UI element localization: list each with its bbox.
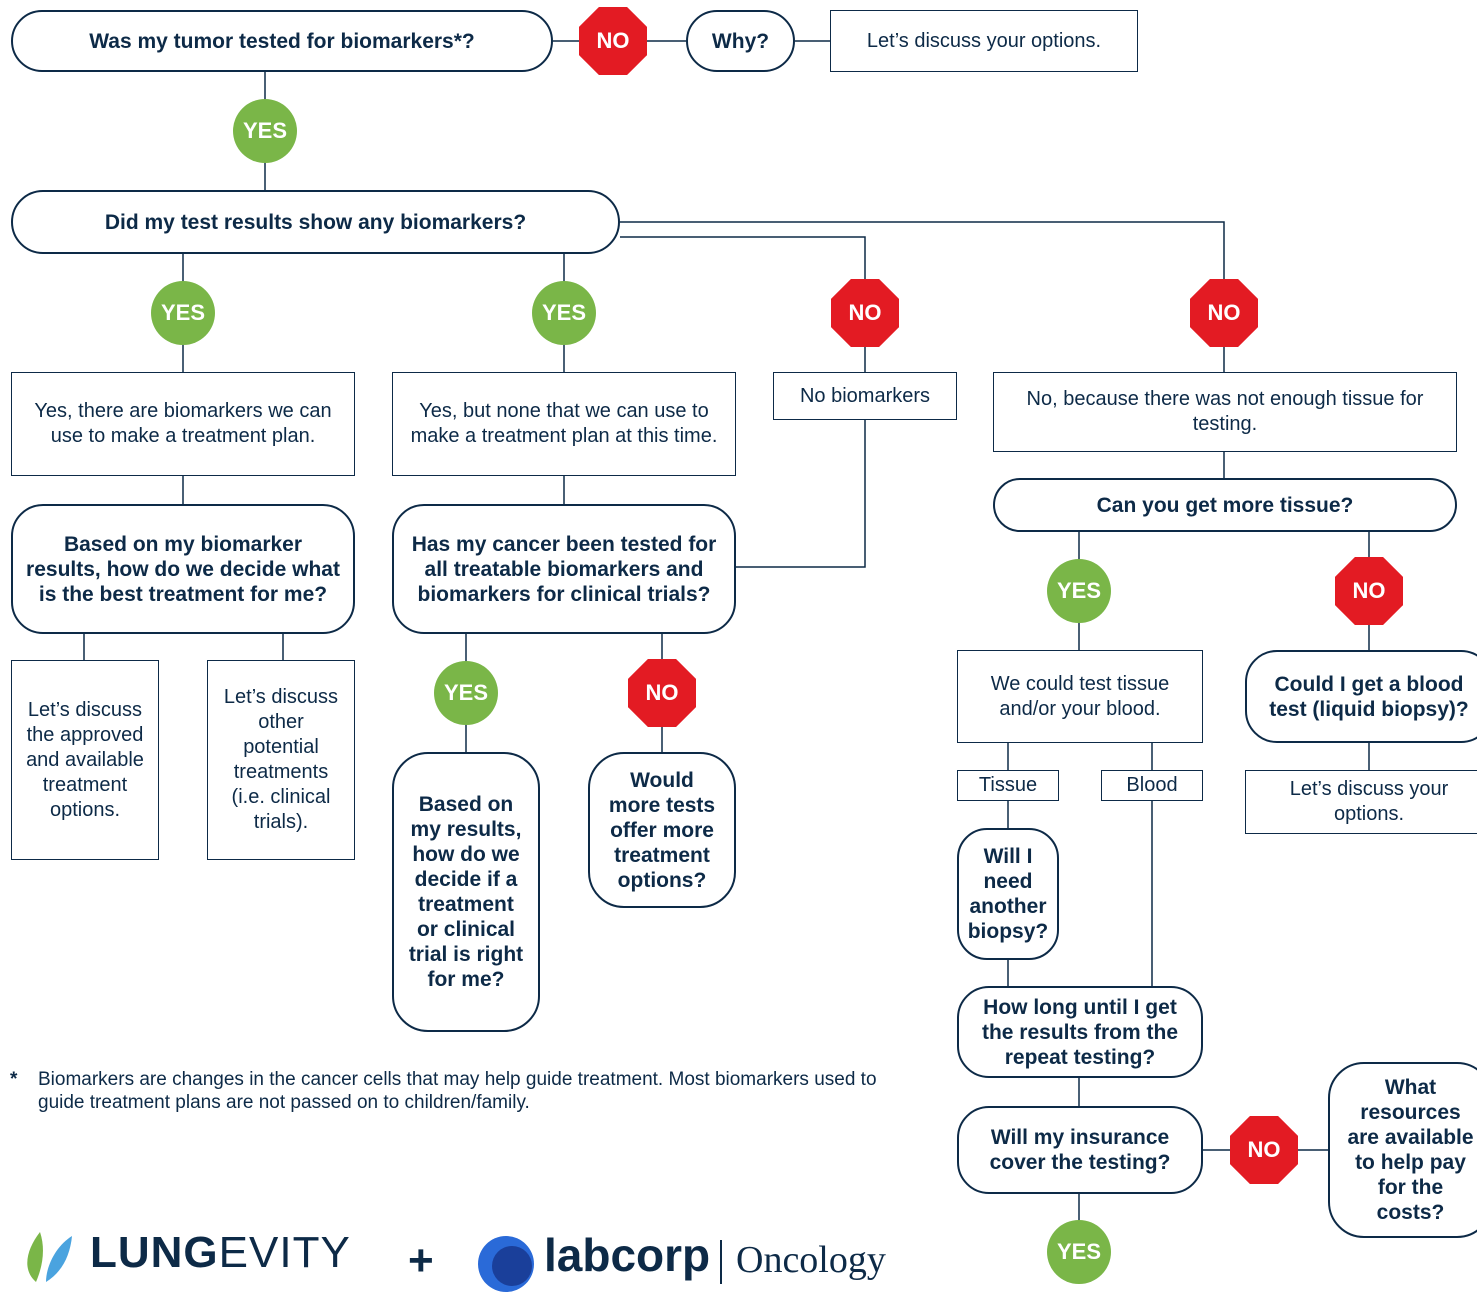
question-best-treatment: Based on my biomarker results, how do we… — [11, 504, 355, 634]
question-all-treatable-biomarkers: Has my cancer been tested for all treata… — [392, 504, 736, 634]
labcorp-circle-icon — [478, 1236, 534, 1292]
box-no-biomarkers: No biomarkers — [773, 372, 957, 420]
question-blood-test: Could I get a blood test (liquid biopsy)… — [1245, 650, 1477, 743]
lungevity-leaf-icon — [27, 1232, 72, 1282]
yes-badge: YES — [151, 281, 215, 345]
question-how-long-results: How long until I get the results from th… — [957, 986, 1203, 1078]
label-tissue: Tissue — [957, 770, 1059, 801]
no-badge: NO — [579, 7, 647, 75]
question-insurance-cover: Will my insurance cover the testing? — [957, 1106, 1203, 1194]
yes-badge: YES — [434, 661, 498, 725]
footnote-asterisk: * — [10, 1069, 18, 1090]
logo-divider — [720, 1240, 722, 1284]
why-bubble: Why? — [686, 10, 795, 72]
question-resources-pay: What resources are available to help pay… — [1328, 1062, 1477, 1238]
box-not-enough-tissue: No, because there was not enough tissue … — [993, 372, 1457, 452]
logo-plus: + — [408, 1236, 434, 1285]
box-approved-options: Let’s discuss the approved and available… — [11, 660, 159, 860]
no-badge: NO — [1230, 1116, 1298, 1184]
question-more-tissue: Can you get more tissue? — [993, 478, 1457, 532]
box-biomarkers-treatment-plan: Yes, there are biomarkers we can use to … — [11, 372, 355, 476]
question-treatment-or-trial: Based on my results, how do we decide if… — [392, 752, 540, 1032]
box-biomarkers-none-usable: Yes, but none that we can use to make a … — [392, 372, 736, 476]
footnote-text: Biomarkers are changes in the cancer cel… — [38, 1069, 877, 1113]
yes-badge: YES — [1047, 1220, 1111, 1284]
question-test-results-biomarkers: Did my test results show any biomarkers? — [11, 190, 620, 254]
yes-badge: YES — [532, 281, 596, 345]
lungevity-logo-light: EVITY — [218, 1228, 351, 1277]
label-blood: Blood — [1101, 770, 1203, 801]
question-tumor-tested: Was my tumor tested for biomarkers*? — [11, 10, 553, 72]
yes-badge: YES — [1047, 559, 1111, 623]
no-badge: NO — [1190, 279, 1258, 347]
no-badge: NO — [1335, 557, 1403, 625]
footnote: * Biomarkers are changes in the cancer c… — [10, 1068, 878, 1114]
discuss-options-box: Let’s discuss your options. — [830, 10, 1138, 72]
yes-badge: YES — [233, 99, 297, 163]
no-badge: NO — [628, 659, 696, 727]
box-test-tissue-blood: We could test tissue and/or your blood. — [957, 650, 1203, 743]
lungevity-logo: LUNGEVITY — [90, 1228, 351, 1278]
question-another-biopsy: Will I need another biopsy? — [957, 828, 1059, 960]
lungevity-logo-bold: LUNG — [90, 1228, 219, 1277]
question-more-tests: Would more tests offer more treatment op… — [588, 752, 736, 908]
oncology-logo: Oncology — [736, 1239, 886, 1281]
no-badge: NO — [831, 279, 899, 347]
labcorp-logo: labcorp — [544, 1229, 711, 1281]
box-discuss-options-2: Let’s discuss your options. — [1245, 770, 1477, 834]
box-other-treatments: Let’s discuss other potential treatments… — [207, 660, 355, 860]
